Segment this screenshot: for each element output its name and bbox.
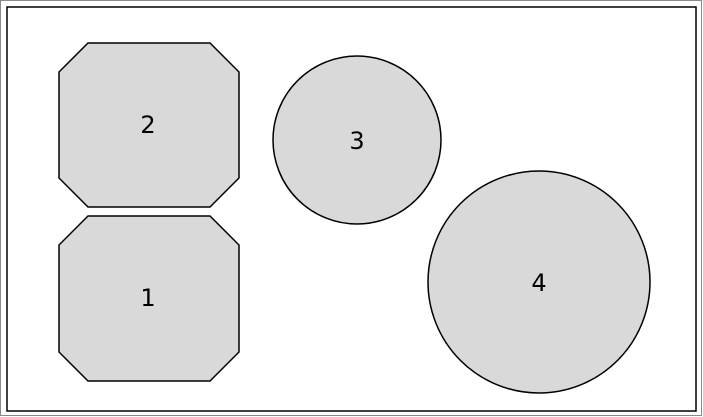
- shape-2-label: 2: [140, 111, 155, 139]
- inner-frame: [6, 6, 697, 412]
- shape-2-group[interactable]: 2: [58, 42, 240, 208]
- shape-3-label: 3: [349, 127, 364, 155]
- circle-shape-4[interactable]: [427, 170, 651, 394]
- octagon-shape-1[interactable]: [58, 215, 240, 382]
- circle-shape-3[interactable]: [272, 55, 442, 225]
- shape-4-group[interactable]: 4: [427, 170, 651, 394]
- shape-3-group[interactable]: 3: [272, 55, 442, 225]
- shape-4-label: 4: [531, 269, 546, 297]
- octagon-shape-2[interactable]: [58, 42, 240, 208]
- shape-1-label: 1: [140, 284, 155, 312]
- shape-1-group[interactable]: 1: [58, 215, 240, 382]
